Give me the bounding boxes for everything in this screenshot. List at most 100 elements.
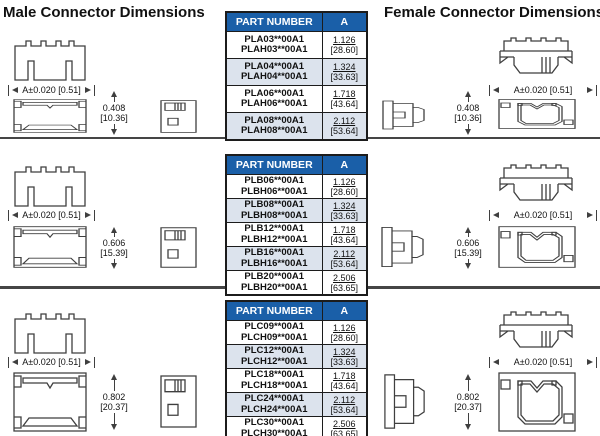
dim-tick-icon: [8, 84, 9, 96]
female-top-view-drawing: [499, 311, 573, 348]
dim-arrow-right-icon: [85, 359, 94, 365]
width-dim-label: A±0.020 [0.51]: [22, 357, 81, 367]
dim-arrow-down-icon: [111, 424, 117, 433]
height-dim-label: 0.606 [15.39]: [454, 237, 482, 259]
dim-a-mm: [63.65]: [330, 428, 359, 436]
dim-arrow-right-icon: [85, 87, 94, 93]
height-mm: [20.37]: [454, 402, 482, 412]
part-number: PLCH30**00A1: [240, 427, 308, 436]
table-header-row: PART NUMBER A: [225, 300, 368, 321]
female-top-view-drawing: [499, 37, 573, 74]
width-dim-label: A±0.020 [0.51]: [22, 85, 81, 95]
height-in: 0.606: [102, 238, 126, 248]
part-number: PLCH09**00A1: [240, 331, 308, 343]
male-height-dimension: 0.802 [20.37]: [92, 371, 136, 433]
dim-arrow-right-icon: [85, 212, 94, 218]
male-front-view-drawing: [14, 313, 86, 354]
dim-a-mm: [28.60]: [330, 45, 359, 55]
dim-line: [467, 233, 469, 237]
female-front-view-drawing: [498, 226, 576, 268]
part-number: PLC12**00A1: [244, 345, 305, 356]
height-dim-label: 0.802 [20.37]: [100, 391, 128, 413]
dim-arrow-left-icon: [9, 87, 18, 93]
part-number: PLC09**00A1: [244, 321, 305, 332]
male-width-dimension: A±0.020 [0.51]: [8, 84, 95, 96]
male-front-view-drawing: [14, 40, 86, 81]
female-height-dimension: 0.802 [20.37]: [446, 371, 490, 433]
dim-a-mm: [28.60]: [330, 332, 359, 343]
table-header-row: PART NUMBER A: [225, 11, 368, 32]
dim-tick-icon: [489, 209, 490, 221]
dim-arrow-down-icon: [465, 424, 471, 433]
male-section-title: Male Connector Dimensions: [3, 4, 205, 21]
dim-line: [467, 259, 469, 263]
col-a: A: [321, 11, 368, 32]
dim-a-mm: [33.63]: [330, 356, 359, 367]
female-front-view-drawing: [498, 372, 576, 432]
dim-a-in: 1.718: [332, 89, 356, 99]
height-mm: [10.36]: [454, 113, 482, 123]
dim-tick-icon: [94, 356, 95, 368]
dim-a-mm: [28.60]: [330, 186, 359, 197]
height-dim-label: 0.606 [15.39]: [100, 237, 128, 259]
dim-tick-icon: [8, 356, 9, 368]
part-number: PLBH12**00A1: [240, 233, 308, 245]
dim-arrow-down-icon: [111, 129, 117, 138]
dim-line: [113, 233, 115, 237]
part-number: PLC30**00A1: [244, 417, 305, 428]
col-part-number: PART NUMBER: [225, 300, 323, 321]
part-number: PLCH12**00A1: [240, 355, 308, 367]
male-width-dimension: A±0.020 [0.51]: [8, 209, 95, 221]
height-in: 0.408: [456, 103, 480, 113]
dim-arrow-up-icon: [465, 224, 471, 233]
table-header-row: PART NUMBER A: [225, 154, 368, 175]
height-dim-label: 0.802 [20.37]: [454, 391, 482, 413]
dim-a-in: 1.126: [332, 35, 356, 45]
female-side-view-drawing: [381, 226, 424, 268]
part-number: PLB08**00A1: [244, 199, 305, 210]
height-mm: [10.36]: [100, 113, 128, 123]
dim-a-in: 1.126: [332, 176, 356, 187]
height-in: 0.802: [456, 392, 480, 402]
female-side-view-drawing: [382, 100, 425, 130]
part-number: PLB06**00A1: [244, 175, 305, 186]
dim-arrow-right-icon: [587, 359, 596, 365]
female-width-dimension: A±0.020 [0.51]: [489, 209, 597, 221]
dim-arrow-right-icon: [587, 212, 596, 218]
male-side-view-drawing: [13, 98, 87, 134]
dim-a-mm: [53.64]: [330, 258, 359, 269]
dim-arrow-up-icon: [111, 224, 117, 233]
dim-a-in: 2.506: [332, 272, 356, 283]
dim-arrow-left-icon: [9, 359, 18, 365]
dim-line: [113, 97, 115, 102]
part-number: PLBH20**00A1: [240, 281, 308, 293]
width-dim-label: A±0.020 [0.51]: [22, 210, 81, 220]
dim-a-mm: [63.65]: [330, 282, 359, 293]
female-height-dimension: 0.606 [15.39]: [446, 224, 490, 272]
col-part-number: PART NUMBER: [225, 154, 323, 175]
dim-a-in: 1.718: [332, 370, 356, 381]
male-side-view-drawing: [13, 226, 87, 268]
dim-a-in: 1.126: [332, 322, 356, 333]
male-height-dimension: 0.408 [10.36]: [92, 88, 136, 138]
male-side-view-drawing: [13, 372, 87, 432]
dim-a-in: 1.324: [332, 62, 356, 72]
col-part-number: PART NUMBER: [225, 11, 323, 32]
dim-a-in: 1.324: [332, 346, 356, 357]
dim-a-in: 2.506: [332, 418, 356, 429]
dim-arrow-up-icon: [465, 88, 471, 97]
dim-line: [467, 380, 469, 391]
